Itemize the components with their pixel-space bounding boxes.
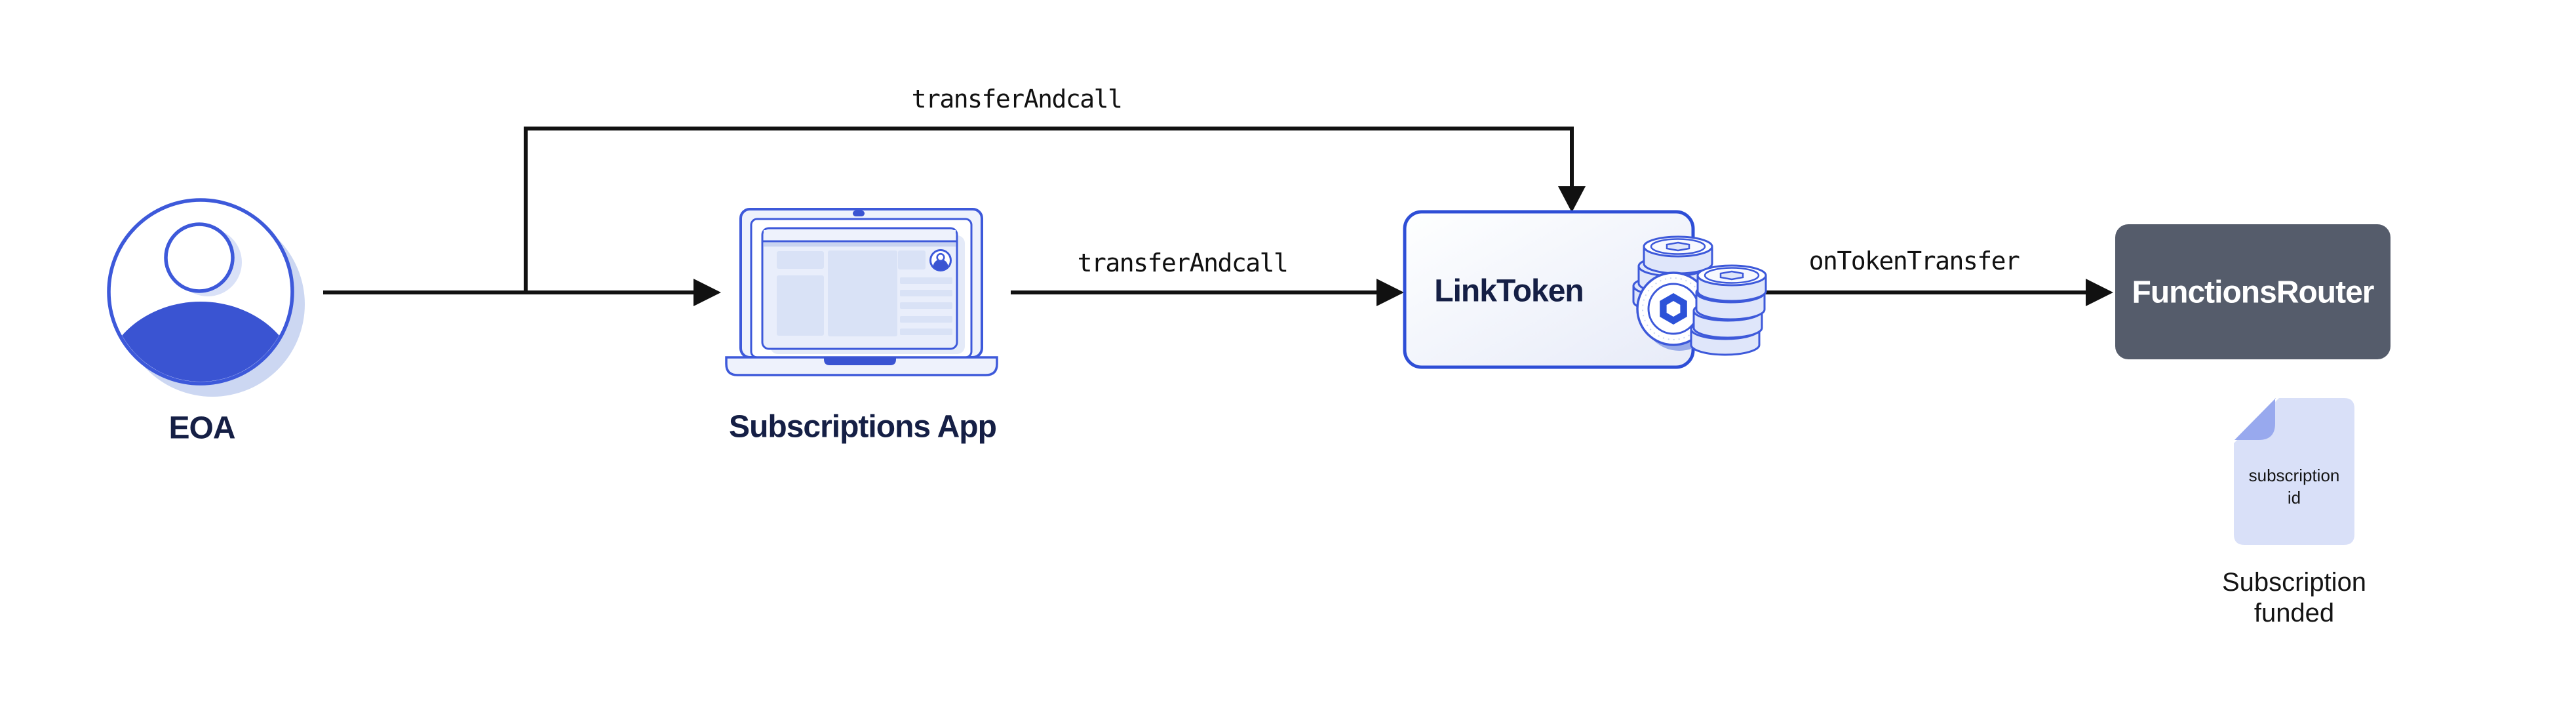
edge-label-transferandcall-top: transferAndcall — [911, 85, 1123, 113]
subscription-id-doc-text: subscription id — [2249, 464, 2340, 509]
laptop-icon — [725, 208, 998, 376]
arrow-eoa-to-linktoken-top — [524, 127, 1574, 292]
edge-label-transferandcall: transferAndcall — [1077, 249, 1289, 277]
arrowhead-into-router — [2086, 279, 2113, 306]
flow-arrows — [323, 127, 2113, 306]
subscription-funded-caption: Subscription funded — [2222, 567, 2366, 629]
laptop-base — [725, 356, 998, 376]
document-fold-corner — [2234, 398, 2276, 440]
avatar-icon — [929, 249, 952, 271]
edge-label-ontokentransfer: onTokenTransfer — [1808, 247, 2020, 275]
chainlink-hexagon-logo — [1660, 293, 1687, 325]
linktoken-label: LinkToken — [1434, 273, 1584, 309]
arrowhead-into-linktoken-top — [1558, 186, 1586, 212]
arrowhead-into-app — [693, 279, 721, 306]
doc-text-line-2: id — [2287, 488, 2301, 508]
camera-dot — [853, 210, 865, 216]
document-icon — [2234, 398, 2354, 545]
eoa-label: EOA — [168, 410, 235, 446]
caption-line-1: Subscription — [2221, 568, 2367, 597]
doc-text-line-1: subscription — [2248, 466, 2340, 485]
functions-router-box — [2115, 224, 2391, 359]
caption-line-2: funded — [2254, 599, 2335, 628]
subscriptions-app-label: Subscriptions App — [729, 409, 997, 445]
browser-window — [761, 227, 958, 350]
laptop-notch — [824, 357, 896, 365]
functions-router-label: FunctionsRouter — [2132, 275, 2375, 310]
coins-icon — [1632, 235, 1767, 356]
arrowhead-into-linktoken — [1376, 279, 1404, 306]
person-icon — [107, 198, 305, 397]
